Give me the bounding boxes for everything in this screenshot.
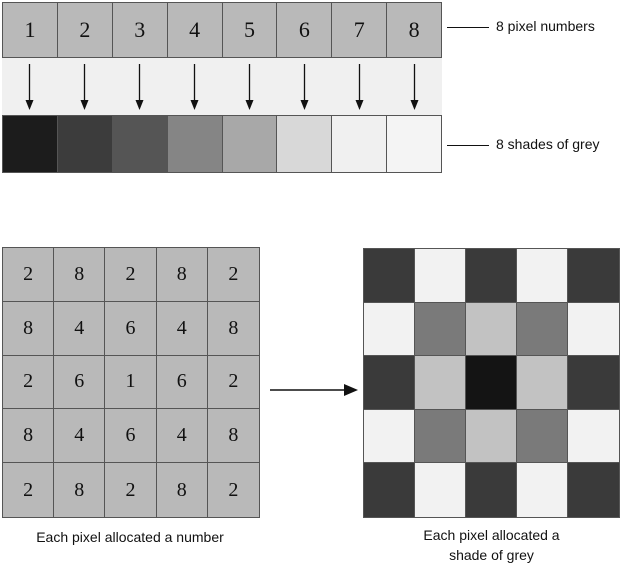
number-grid-cell: 8: [3, 301, 55, 356]
shade-grid-cell: [517, 356, 568, 410]
number-grid-cell: 8: [54, 463, 106, 517]
pixel-numbers-leader-line: [447, 27, 489, 28]
number-grid-cell: 8: [156, 248, 208, 302]
shade-grid-cell: [415, 409, 466, 464]
number-grid-cell: 2: [3, 463, 55, 517]
shade-grid-cell: [517, 409, 568, 464]
number-grid-cell: 8: [156, 463, 208, 517]
number-grid-cell: 2: [3, 248, 55, 302]
grey-shade-swatch: [3, 116, 58, 172]
down-arrow-icon: [80, 64, 89, 110]
number-grid-cell: 4: [156, 409, 208, 464]
grey-shade-swatch: [332, 116, 388, 172]
shade-grid-cell: [568, 249, 619, 303]
number-grid-cell: 4: [54, 409, 106, 464]
shade-grid-cell: [517, 463, 568, 517]
grey-shade-row: [2, 115, 442, 173]
number-grid-cell: 8: [207, 409, 259, 464]
number-grid-cell: 6: [156, 355, 208, 410]
pixel-number-cell: 8: [387, 3, 441, 57]
arrow-band: [2, 58, 442, 115]
shade-grid-cell: [568, 302, 619, 357]
grey-shade-swatch: [57, 116, 113, 172]
down-arrow-icon: [410, 64, 419, 110]
right-caption-line2: shade of grey: [449, 547, 534, 563]
number-grid-cell: 2: [207, 463, 259, 517]
shade-grid-cell: [568, 463, 619, 517]
shade-grid-cell: [415, 249, 466, 303]
down-arrow-icon: [135, 64, 144, 110]
number-grid-cell: 2: [3, 355, 55, 410]
number-grid-cell: 4: [156, 301, 208, 356]
pixel-number-cell: 4: [167, 3, 223, 57]
number-grid-cell: 1: [105, 355, 157, 410]
right-caption: Each pixel allocated a shade of grey: [363, 525, 620, 565]
down-arrow-icon: [300, 64, 309, 110]
number-grid-cell: 6: [105, 409, 157, 464]
number-grid-cell: 6: [105, 301, 157, 356]
shade-grid-cell: [466, 463, 517, 517]
pixel-number-cell: 3: [112, 3, 168, 57]
shade-grid-cell: [364, 409, 415, 464]
number-grid-cell: 2: [207, 355, 259, 410]
shade-grid-cell: [466, 302, 517, 357]
shade-grid-cell: [568, 356, 619, 410]
shade-grid-cell: [517, 249, 568, 303]
down-arrow-icon: [190, 64, 199, 110]
shades-leader-line: [447, 145, 489, 146]
shade-grid-cell: [568, 409, 619, 464]
number-grid-cell: 2: [105, 248, 157, 302]
shade-grid-cell: [466, 356, 517, 410]
right-arrow-icon: [270, 384, 358, 396]
shade-grid-cell: [364, 463, 415, 517]
number-grid-cell: 6: [54, 355, 106, 410]
down-arrow-icon: [245, 64, 254, 110]
pixel-number-cell: 5: [222, 3, 278, 57]
pixel-number-cell: 7: [332, 3, 388, 57]
number-grid-cell: 8: [3, 409, 55, 464]
shade-grid-cell: [415, 302, 466, 357]
shade-grid-cell: [415, 463, 466, 517]
right-caption-line1: Each pixel allocated a: [423, 527, 560, 543]
grey-shade-swatch: [112, 116, 168, 172]
grey-shade-swatch: [277, 116, 333, 172]
down-arrow-icon: [25, 64, 34, 110]
pixel-number-cell: 2: [57, 3, 113, 57]
shade-grid-cell: [364, 302, 415, 357]
shade-grid-cell: [466, 249, 517, 303]
number-grid-cell: 8: [207, 301, 259, 356]
down-arrow-icon: [355, 64, 364, 110]
shades-label: 8 shades of grey: [496, 136, 600, 152]
mapping-arrows: [25, 64, 419, 110]
pixel-numbers-label: 8 pixel numbers: [496, 18, 595, 34]
grey-shade-swatch: [167, 116, 223, 172]
number-grid-cell: 2: [207, 248, 259, 302]
shade-grid-cell: [517, 302, 568, 357]
grey-shade-swatch: [222, 116, 278, 172]
shade-grid-cell: [415, 356, 466, 410]
grey-shade-swatch: [387, 116, 441, 172]
shade-grid: [363, 248, 620, 518]
number-grid-cell: 4: [54, 301, 106, 356]
pixel-number-cell: 1: [3, 3, 58, 57]
number-grid-cell: 8: [54, 248, 106, 302]
number-grid-cell: 2: [105, 463, 157, 517]
pixel-number-cell: 6: [277, 3, 333, 57]
shade-grid-cell: [364, 249, 415, 303]
shade-grid-cell: [466, 409, 517, 464]
shade-grid-cell: [364, 356, 415, 410]
left-caption: Each pixel allocated a number: [36, 529, 224, 545]
